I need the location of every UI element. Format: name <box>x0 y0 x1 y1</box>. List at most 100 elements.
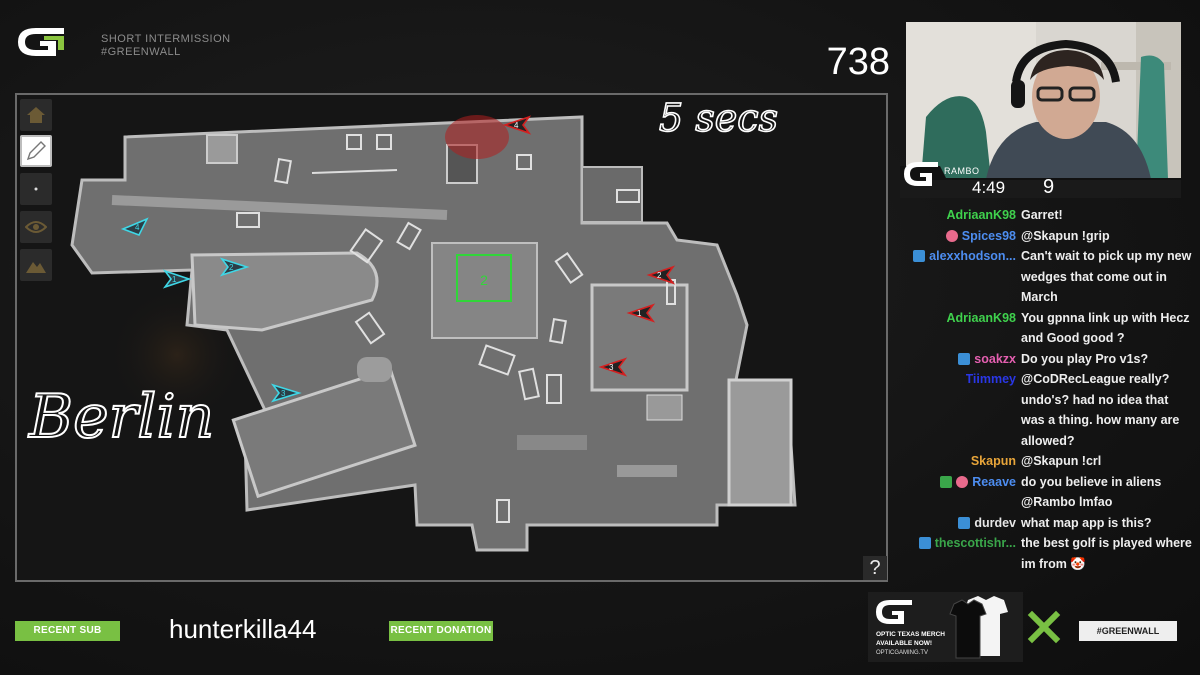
zone-label: 2 <box>480 272 488 288</box>
red-marker-1[interactable]: 1 <box>626 303 656 323</box>
crown-badge-icon <box>913 250 926 262</box>
chat-message-text: Garret! <box>1021 208 1063 222</box>
help-button[interactable]: ? <box>863 556 887 580</box>
map-panel[interactable]: 2 4 1 2 3 4 2 1 <box>15 93 888 582</box>
counter-value: 738 <box>826 41 890 83</box>
chat-message-meta: Tiimmey <box>905 369 1017 451</box>
chat-username[interactable]: Skapun <box>970 454 1016 468</box>
chat-message: thescottishr... the best golf is played w… <box>905 533 1195 574</box>
chat-username[interactable]: Reaave <box>972 474 1016 489</box>
recent-donation-label: RECENT DONATION <box>389 621 493 641</box>
check-badge-icon <box>940 475 953 488</box>
chat-message: alexxhodson... Can't wait to pick up my n… <box>905 246 1195 308</box>
chat-message-meta: soakzx <box>905 349 1016 370</box>
mountain-icon <box>26 262 46 273</box>
svg-text:1: 1 <box>172 275 177 284</box>
blue-marker-3[interactable]: 3 <box>270 383 302 403</box>
recent-sub-name: hunterkilla44 <box>169 614 317 644</box>
svg-text:2: 2 <box>229 263 234 272</box>
svg-text:4: 4 <box>135 223 140 232</box>
svg-text:2: 2 <box>657 271 662 280</box>
dot-icon <box>34 187 38 191</box>
brain-badge-icon <box>956 475 969 488</box>
chat-message: Reaave do you believe in aliens @Rambo lm… <box>905 472 1195 513</box>
eye-tool-button[interactable] <box>20 211 52 243</box>
zone-box[interactable] <box>456 254 512 302</box>
greenwall-badge: #GREENWALL <box>1079 621 1177 641</box>
webcam-info-bar <box>900 162 1181 198</box>
chat-message: AdriaanK98 You gpnna link up with Hecz an… <box>905 308 1195 349</box>
chat-username[interactable]: Spices98 <box>961 228 1016 243</box>
eye-icon <box>25 221 47 233</box>
svg-text:4: 4 <box>514 121 519 130</box>
chat-message-meta: alexxhodson... <box>905 246 1016 308</box>
chat-username[interactable]: AdriaanK98 <box>946 310 1016 325</box>
handwritten-note-top: 5 secs <box>659 96 778 140</box>
map-toolbar <box>18 97 54 285</box>
intermission-hashtag: #GREENWALL <box>101 46 181 58</box>
webcam-score: 9 <box>1043 176 1055 198</box>
merch-banner[interactable] <box>868 592 1023 662</box>
merch-title: OPTIC TEXAS MERCH <box>876 631 945 638</box>
svg-text:3: 3 <box>609 363 614 372</box>
chat-message-meta: Spices98 <box>905 226 1016 247</box>
pen-tool-button[interactable] <box>20 135 52 167</box>
svg-text:1: 1 <box>637 309 642 318</box>
chat-username[interactable]: thescottishr... <box>934 536 1016 550</box>
chat-message-meta: AdriaanK98 <box>905 205 1016 226</box>
red-marker-2[interactable]: 2 <box>646 265 676 285</box>
chat-username[interactable]: alexxhodson... <box>929 249 1016 263</box>
optic-logo-small-icon <box>904 162 938 186</box>
handwritten-note-left: Berlin <box>28 382 214 452</box>
tshirt-black-icon <box>949 599 987 659</box>
home-tool-button[interactable] <box>20 99 52 131</box>
chat-username[interactable]: soakzx <box>974 351 1016 366</box>
chat-message-text: @Skapun !crl <box>1021 454 1102 468</box>
chat-username[interactable]: AdriaanK98 <box>946 208 1016 222</box>
chat-message: Tiimmey @CoDRecLeague really? undo's? had… <box>905 369 1195 451</box>
chat-message: AdriaanK98 Garret! <box>905 205 1195 226</box>
blue-marker-4[interactable]: 4 <box>120 217 149 237</box>
webcam-timer: 4:49 <box>972 178 1006 197</box>
close-x-icon <box>1027 610 1061 644</box>
chat-message-text: the best golf is played where im from 🤡 <box>1021 536 1192 571</box>
svg-text:3: 3 <box>281 389 286 398</box>
chat-message-text: Can't wait to pick up my new wedges that… <box>1021 249 1192 304</box>
webcam-feed <box>906 22 1181 179</box>
chat-message-meta: thescottishr... <box>905 533 1016 574</box>
chat-message-text: do you believe in aliens @Rambo lmfao <box>1021 474 1162 510</box>
dot-tool-button[interactable] <box>20 173 52 205</box>
chat-panel[interactable]: AdriaanK98 Garret! Spices98 @Skapun !grip al… <box>905 205 1195 585</box>
chat-message: Skapun @Skapun !crl <box>905 451 1195 472</box>
red-marker-4[interactable]: 4 <box>502 115 532 135</box>
home-icon <box>27 107 45 123</box>
chat-message-text: @CoDRecLeague really? undo's? had no ide… <box>1021 372 1180 448</box>
crown-badge-icon <box>958 516 971 529</box>
red-marker-3[interactable]: 3 <box>598 357 628 377</box>
recent-sub-label: RECENT SUB <box>15 621 120 641</box>
streamer-name: RAMBO <box>944 166 980 176</box>
blue-marker-1[interactable]: 1 <box>162 269 192 289</box>
chat-message-text: Do you play Pro v1s? <box>1021 351 1149 366</box>
chat-message: soakzx Do you play Pro v1s? <box>905 349 1195 370</box>
chat-message-text: @Skapun !grip <box>1021 228 1110 243</box>
chat-message-text: what map app is this? <box>1021 515 1152 530</box>
mountain-tool-button[interactable] <box>20 249 52 281</box>
chat-username[interactable]: durdev <box>974 515 1016 530</box>
chat-message-text: You gpnna link up with Hecz and Good goo… <box>1021 310 1190 346</box>
chat-message-meta: AdriaanK98 <box>905 308 1016 349</box>
crown-badge-icon <box>918 537 931 549</box>
merch-subtitle: AVAILABLE NOW! <box>876 640 933 647</box>
chat-message: durdev what map app is this? <box>905 513 1195 534</box>
chat-message: Spices98 @Skapun !grip <box>905 226 1195 247</box>
chat-message-meta: Reaave <box>905 472 1016 513</box>
blue-marker-2[interactable]: 2 <box>219 257 250 277</box>
chat-username[interactable]: Tiimmey <box>965 372 1017 386</box>
pen-icon <box>26 141 46 161</box>
chat-message-meta: Skapun <box>905 451 1016 472</box>
map-canvas[interactable]: 2 4 1 2 3 4 2 1 <box>17 95 888 582</box>
intermission-line1: SHORT INTERMISSION <box>101 33 231 45</box>
merch-url: OPTICGAMING.TV <box>876 650 929 656</box>
chat-message-meta: durdev <box>905 513 1016 534</box>
brain-badge-icon <box>945 229 958 242</box>
